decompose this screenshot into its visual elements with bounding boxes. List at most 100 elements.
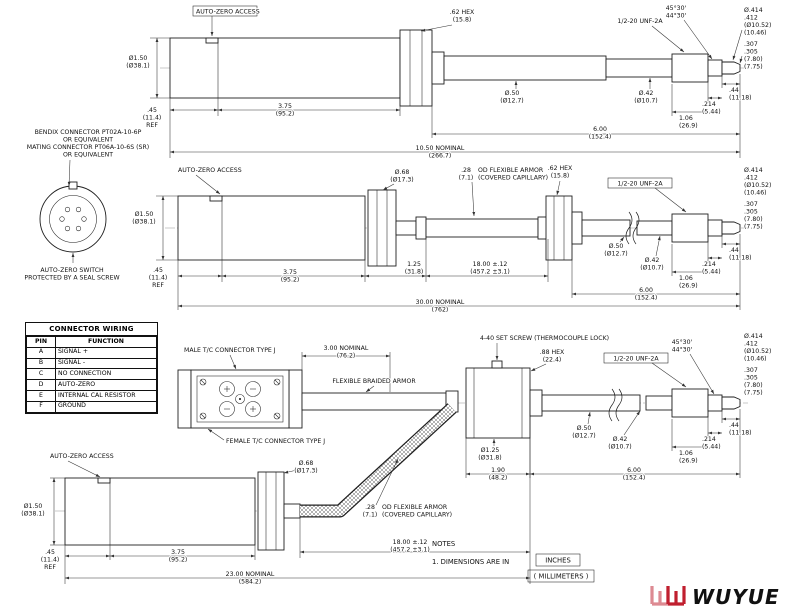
dimension-lines	[67, 159, 741, 310]
view-bottom-assembly: AUTO-ZERO ACCESS Ø1.50(Ø38.1) Ø.68(Ø17.3…	[20, 403, 531, 586]
wuyue-logo-icon	[650, 586, 670, 606]
hex-nut	[257, 471, 285, 551]
armor-size-label: .28(7.1)	[363, 504, 378, 519]
hex-size-label: .62 HEX(15.8)	[450, 9, 475, 24]
armor-desc-label: OD FLEXIBLE ARMOR(COVERED CAPILLARY)	[382, 504, 452, 519]
armor-length-label: 18.00 ±.12(457.2 ±3.1)	[390, 539, 430, 554]
tip-length2-label: .214(5.44)	[702, 101, 721, 116]
chamfer-angle-label: 45°30'44°30'	[672, 338, 693, 354]
tip-length2-label: .214(5.44)	[702, 261, 721, 276]
thread-length-label: 1.06(26.9)	[679, 275, 698, 290]
wiring-pin-cell: D	[26, 379, 56, 392]
body-dia-label: Ø1.50(Ø38.1)	[21, 502, 44, 518]
threaded-section	[671, 213, 709, 243]
view-tc-assembly: MALE T/C CONNECTOR TYPE J FEMALE T/C CON…	[177, 331, 772, 482]
tip-length-label: .44(11.18)	[729, 87, 752, 102]
ref-length-label: .45(11.4)REF	[41, 549, 60, 571]
view-top-assembly: AUTO-ZERO ACCESS .62 HEX(15.8) 1/2-20 UN…	[125, 3, 772, 160]
female-tc-label: FEMALE T/C CONNECTOR TYPE J	[226, 438, 325, 445]
fitting-hex	[545, 195, 573, 261]
hex-size-label: .62 HEX(15.8)	[548, 165, 573, 180]
wuyue-logo: WUYUE	[650, 585, 780, 609]
transducer-body	[169, 37, 401, 99]
probe-tip	[707, 219, 741, 237]
units-millimeters: ( MILLIMETERS )	[534, 573, 589, 581]
wiring-pin-cell: A	[26, 346, 56, 359]
auto-zero-access-label: AUTO-ZERO ACCESS	[50, 453, 114, 460]
shaft-dia-label: Ø.50(Ø12.7)	[604, 242, 627, 258]
body-dia-label: Ø1.25(Ø31.8)	[478, 446, 501, 462]
tc-connector-face	[177, 369, 303, 429]
hex-nut	[399, 29, 433, 107]
shaft-dia2-label: Ø.42(Ø10.7)	[640, 256, 663, 272]
notes-title: NOTES	[432, 540, 455, 548]
body-length-label: 3.75(95.2)	[281, 269, 300, 284]
set-screw	[491, 360, 503, 369]
wiring-table-title: CONNECTOR WIRING	[26, 323, 157, 336]
shaft-dia2-label: Ø.42(Ø10.7)	[634, 89, 657, 105]
armor-desc-label: OD FLEXIBLE ARMOR(COVERED CAPILLARY)	[478, 167, 548, 182]
units-inches: INCHES	[545, 557, 571, 565]
auto-zero-screw	[205, 37, 219, 44]
shaft-dia-label: Ø.50(Ø12.7)	[572, 424, 595, 440]
bendix-connector-face	[39, 181, 107, 253]
dimension-lines	[50, 438, 531, 584]
body-length-label: 3.75(95.2)	[169, 549, 188, 564]
braided-armor-label: FLEXIBLE BRAIDED ARMOR	[332, 378, 416, 385]
body-dia-label: Ø1.50(Ø38.1)	[132, 210, 155, 226]
transducer-body	[177, 195, 366, 261]
tip-diameter2-label: .307.305(7.80)(7.75)	[744, 201, 763, 231]
stem-length-label: 6.00(152.4)	[589, 126, 612, 141]
probe-shaft	[431, 51, 673, 85]
tip-length2-label: .214(5.44)	[702, 436, 721, 451]
wiring-pin-cell: F	[26, 400, 56, 413]
hex-size-label: .88 HEX(22.4)	[540, 349, 565, 364]
thread-label: 1/2-20 UNF-2A	[613, 356, 659, 363]
wiring-function-cell: INTERNAL CAL RESISTOR	[55, 390, 157, 402]
fitting-length-label: 1.25(31.8)	[405, 261, 424, 276]
wuyue-logo-icon	[666, 586, 686, 606]
wiring-pin-cell: B	[26, 357, 56, 370]
probe-tip	[707, 59, 741, 77]
thread-length-label: 1.06(26.9)	[679, 115, 698, 130]
braided-armor	[301, 392, 447, 411]
flexible-armor-elbow	[300, 403, 457, 518]
stem-length-label: 6.00(152.4)	[635, 287, 658, 302]
flexible-armor	[425, 218, 539, 238]
wiring-function-cell: AUTO-ZERO	[55, 379, 157, 392]
wiring-col-function: FUNCTION	[55, 336, 157, 348]
body-dia-label: Ø1.50(Ø38.1)	[126, 54, 149, 70]
probe-tip	[707, 394, 741, 412]
wiring-function-cell: GROUND	[55, 400, 157, 413]
wiring-function-cell: NO CONNECTION	[55, 368, 157, 381]
wiring-pin-cell: E	[26, 390, 56, 402]
hex-nut	[367, 189, 397, 267]
wuyue-logo-text: WUYUE	[692, 585, 780, 609]
tip-diameter-label: Ø.414.412(Ø10.52)(10.46)	[744, 166, 771, 197]
threaded-section	[671, 388, 709, 418]
ref-length-label: .45(11.4)REF	[149, 267, 168, 289]
dimension-lines	[150, 5, 743, 158]
threaded-section	[671, 53, 709, 83]
thread-length-label: 1.06(26.9)	[679, 450, 698, 465]
shaft-dia-label: Ø.50(Ø12.7)	[500, 89, 523, 105]
auto-zero-screw	[209, 195, 223, 202]
overall-length-label: 30.00 NOMINAL(762)	[416, 299, 465, 314]
auto-zero-screw	[97, 477, 111, 484]
wiring-pin-cell: C	[26, 368, 56, 381]
wiring-function-cell: SIGNAL +	[55, 346, 157, 359]
hex-dia-label: Ø.68(Ø17.3)	[294, 459, 317, 475]
connector-length-label: 3.00 NOMINAL(76.2)	[324, 345, 369, 360]
thread-label: 1/2-20 UNF-2A	[617, 18, 663, 25]
